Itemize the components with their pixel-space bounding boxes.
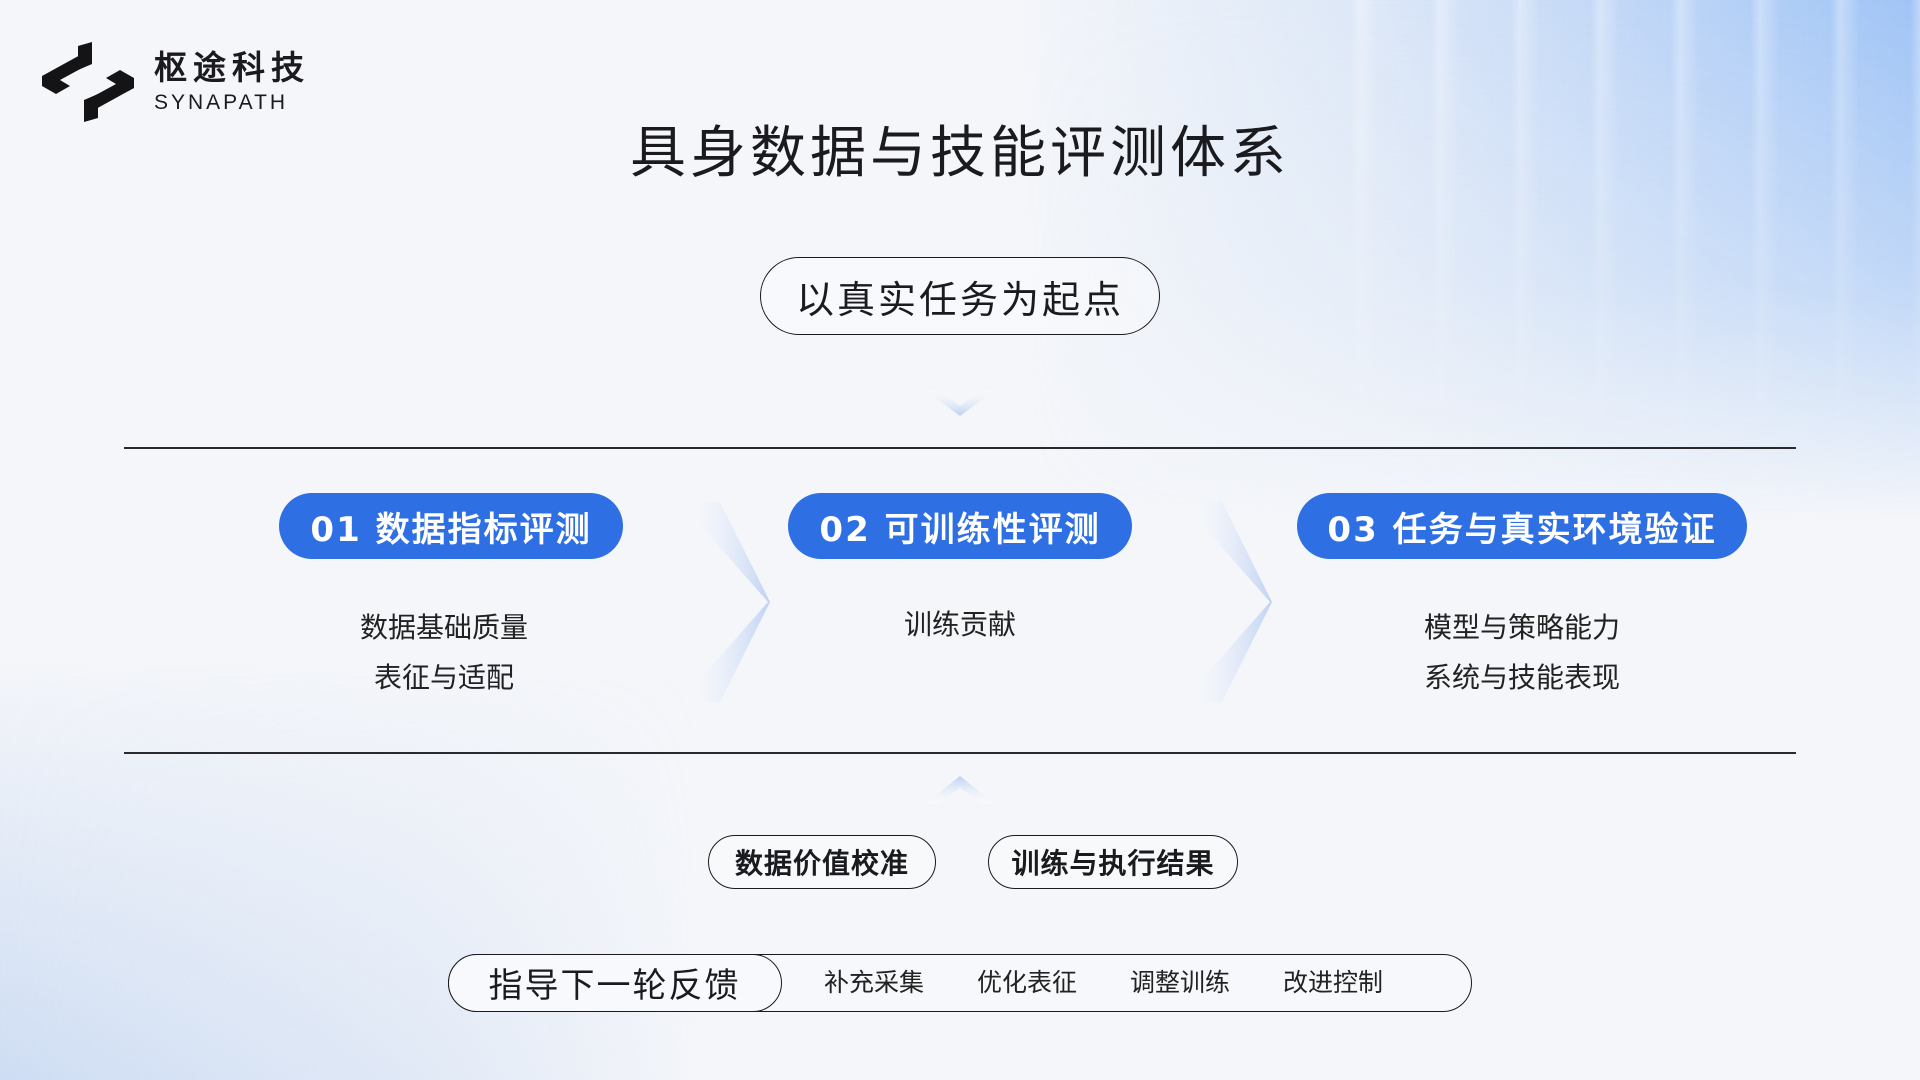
start-pill: 以真实任务为起点 [760,257,1160,335]
chevron-right-icon [1182,502,1272,702]
output-tag-training-results: 训练与执行结果 [988,835,1238,889]
feedback-item: 优化表征 [977,968,1078,997]
feedback-item: 改进控制 [1283,968,1384,997]
brand-logo: 枢途科技 SYNAPATH [40,42,310,122]
stage-2-pill: 02 可训练性评测 [788,493,1132,559]
stage-3-item: 系统与技能表现 [1423,661,1620,694]
stage-1-pill: 01 数据指标评测 [279,493,623,559]
feedback-item: 补充采集 [824,968,925,997]
stage-3-pill: 03 任务与真实环境验证 [1297,493,1747,559]
output-tag-data-value: 数据价值校准 [708,835,936,889]
feedback-item: 调整训练 [1130,968,1231,997]
page-title: 具身数据与技能评测体系 [630,121,1290,186]
divider-bottom [124,752,1796,754]
stage-2-items: 训练贡献 [788,600,1132,650]
brand-name-cn: 枢途科技 [154,48,310,87]
stage-1-item: 表征与适配 [373,661,514,694]
brand-name-en: SYNAPATH [154,91,289,114]
chevron-down-icon [925,390,995,416]
stage-3-item: 模型与策略能力 [1423,611,1620,644]
stage-1-items: 数据基础质量 表征与适配 [279,603,609,703]
stage-2-item: 训练贡献 [903,608,1016,641]
stage-3-items: 模型与策略能力 系统与技能表现 [1322,603,1722,703]
chevron-right-icon [680,502,770,702]
divider-top [124,447,1796,449]
chevron-up-icon [925,776,995,804]
feedback-lead: 指导下一轮反馈 [447,953,782,1012]
stage-1-item: 数据基础质量 [359,611,528,644]
feedback-bar: 指导下一轮反馈 补充采集 优化表征 调整训练 改进控制 [447,953,1472,1012]
logo-mark-icon [42,42,134,122]
